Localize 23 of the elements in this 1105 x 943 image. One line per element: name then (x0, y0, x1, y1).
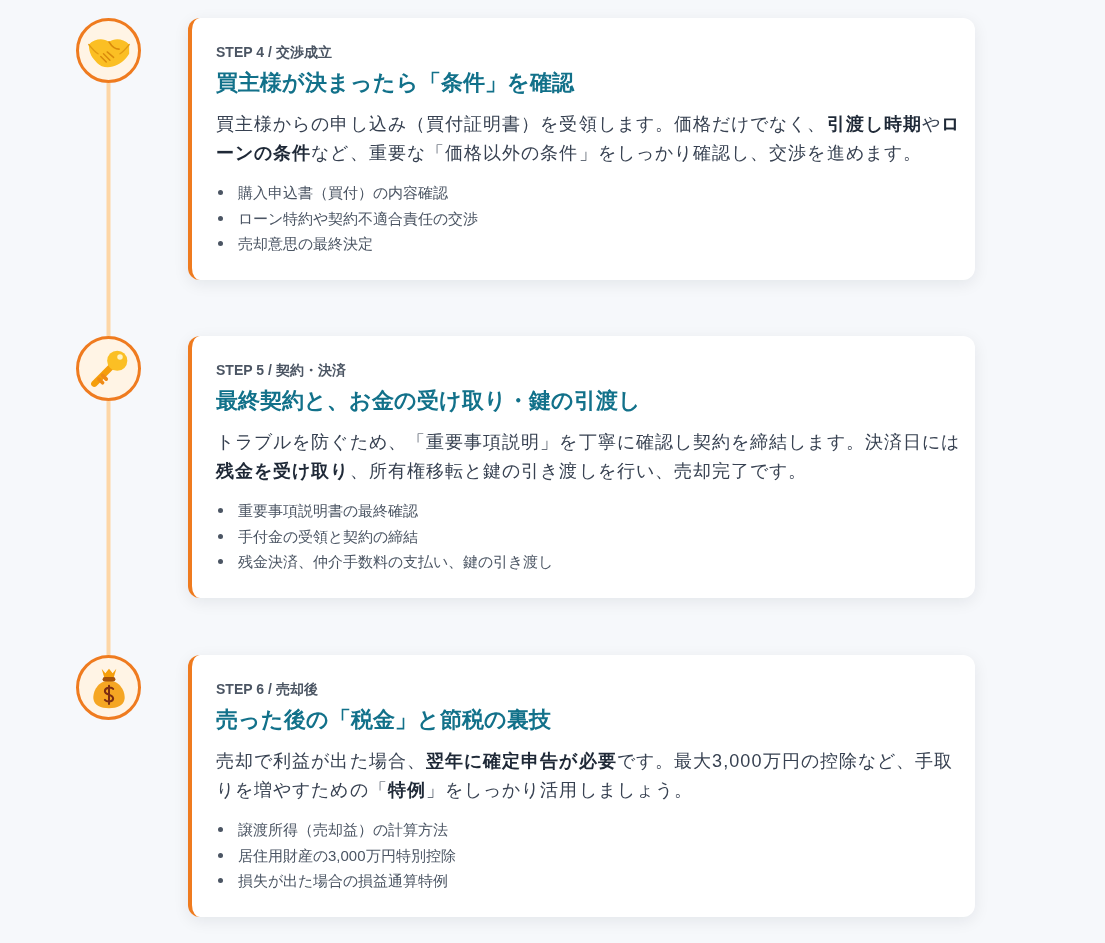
checklist-item: 居住用財産の3,000万円特別控除 (238, 845, 456, 866)
timeline-line (106, 401, 111, 655)
step-card (188, 336, 975, 598)
step-card (188, 655, 975, 917)
step-label: STEP 4 / 交渉成立 (216, 43, 332, 62)
step-description: 買主様からの申し込み（買付証明書）を受領します。価格だけでなく、引渡し時期やローンの条件など、重要な「価格以外の条件」をしっかり確認し、交渉を進めます。 (216, 113, 962, 165)
checklist-item: 重要事項説明書の最終確認 (238, 501, 418, 521)
checklist-item: 手付金の受領と契約の締結 (238, 526, 418, 547)
timeline-line (106, 83, 111, 336)
checklist-item: 購入申込書（買付）の内容確認 (238, 183, 448, 203)
step-description: トラブルを防ぐため、「重要事項説明」を丁寧に確認し契約を締結します。決済日には残金を受け取り、所有権移転と鍵の引き渡しを行い、売却完了です。 (216, 431, 962, 483)
step-title: 売った後の「税金」と節税の裏技 (216, 706, 551, 734)
step-description: 売却で利益が出た場合、翌年に確定申告が必要です。最大3,000万円の控除など、手取りを増やすための「特例」をしっかり活用しましょう。 (216, 750, 955, 802)
step-title: 買主様が決まったら「条件」を確認 (216, 69, 574, 97)
step-label: STEP 6 / 売却後 (216, 680, 318, 699)
checklist-item: 損失が出た場合の損益通算特例 (238, 871, 448, 891)
step-title: 最終契約と、お金の受け取り・鍵の引渡し (216, 387, 641, 415)
checklist-item: 売却意思の最終決定 (238, 234, 373, 254)
step-card (188, 18, 975, 280)
checklist-item: ローン特約や契約不適合責任の交渉 (238, 208, 478, 229)
checklist-item: 譲渡所得（売却益）の計算方法 (238, 820, 448, 840)
step-label: STEP 5 / 契約・決済 (216, 361, 346, 380)
checklist-item: 残金決済、仲介手数料の支払い、鍵の引き渡し (238, 552, 553, 572)
